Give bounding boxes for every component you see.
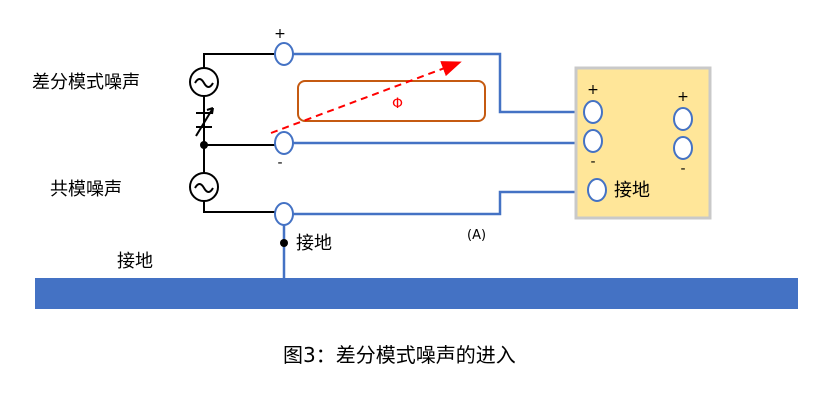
terminal-icon — [274, 131, 294, 155]
common-noise-label: 共模噪声 — [50, 179, 122, 200]
source-wiring — [203, 53, 276, 213]
minus-sign: - — [590, 154, 595, 170]
terminal-icon — [583, 100, 603, 124]
minus-sign: - — [680, 161, 685, 177]
junction-dot — [200, 141, 208, 149]
plus-sign: + — [274, 26, 286, 42]
variable-resistor-icon — [195, 107, 214, 137]
figure-caption: 图3：差分模式噪声的进入 — [283, 343, 516, 367]
terminal-icon — [587, 178, 607, 202]
phi-label: Φ — [392, 96, 403, 112]
flux-arrow — [270, 61, 462, 134]
ground-bar — [35, 278, 798, 309]
ground-main-label: 接地 — [117, 251, 153, 272]
point-a-label: (A) — [467, 228, 486, 243]
terminal-icon — [583, 129, 603, 153]
terminal-icon — [673, 107, 693, 131]
diff-noise-label: 差分模式噪声 — [32, 72, 140, 93]
ac-source-icon — [189, 67, 219, 97]
ground-node-label: 接地 — [296, 233, 332, 254]
flux-loop — [297, 80, 486, 122]
minus-sign: - — [277, 155, 282, 171]
signal-wiring — [282, 52, 584, 278]
terminal-icon — [673, 136, 693, 160]
terminal-icon — [274, 202, 294, 226]
plus-sign: + — [677, 89, 689, 105]
terminal-icon — [274, 42, 294, 66]
ground-node-dot — [280, 239, 288, 247]
ground-instrument-label: 接地 — [614, 180, 650, 201]
ac-source-icon — [189, 172, 219, 202]
plus-sign: + — [587, 82, 599, 98]
